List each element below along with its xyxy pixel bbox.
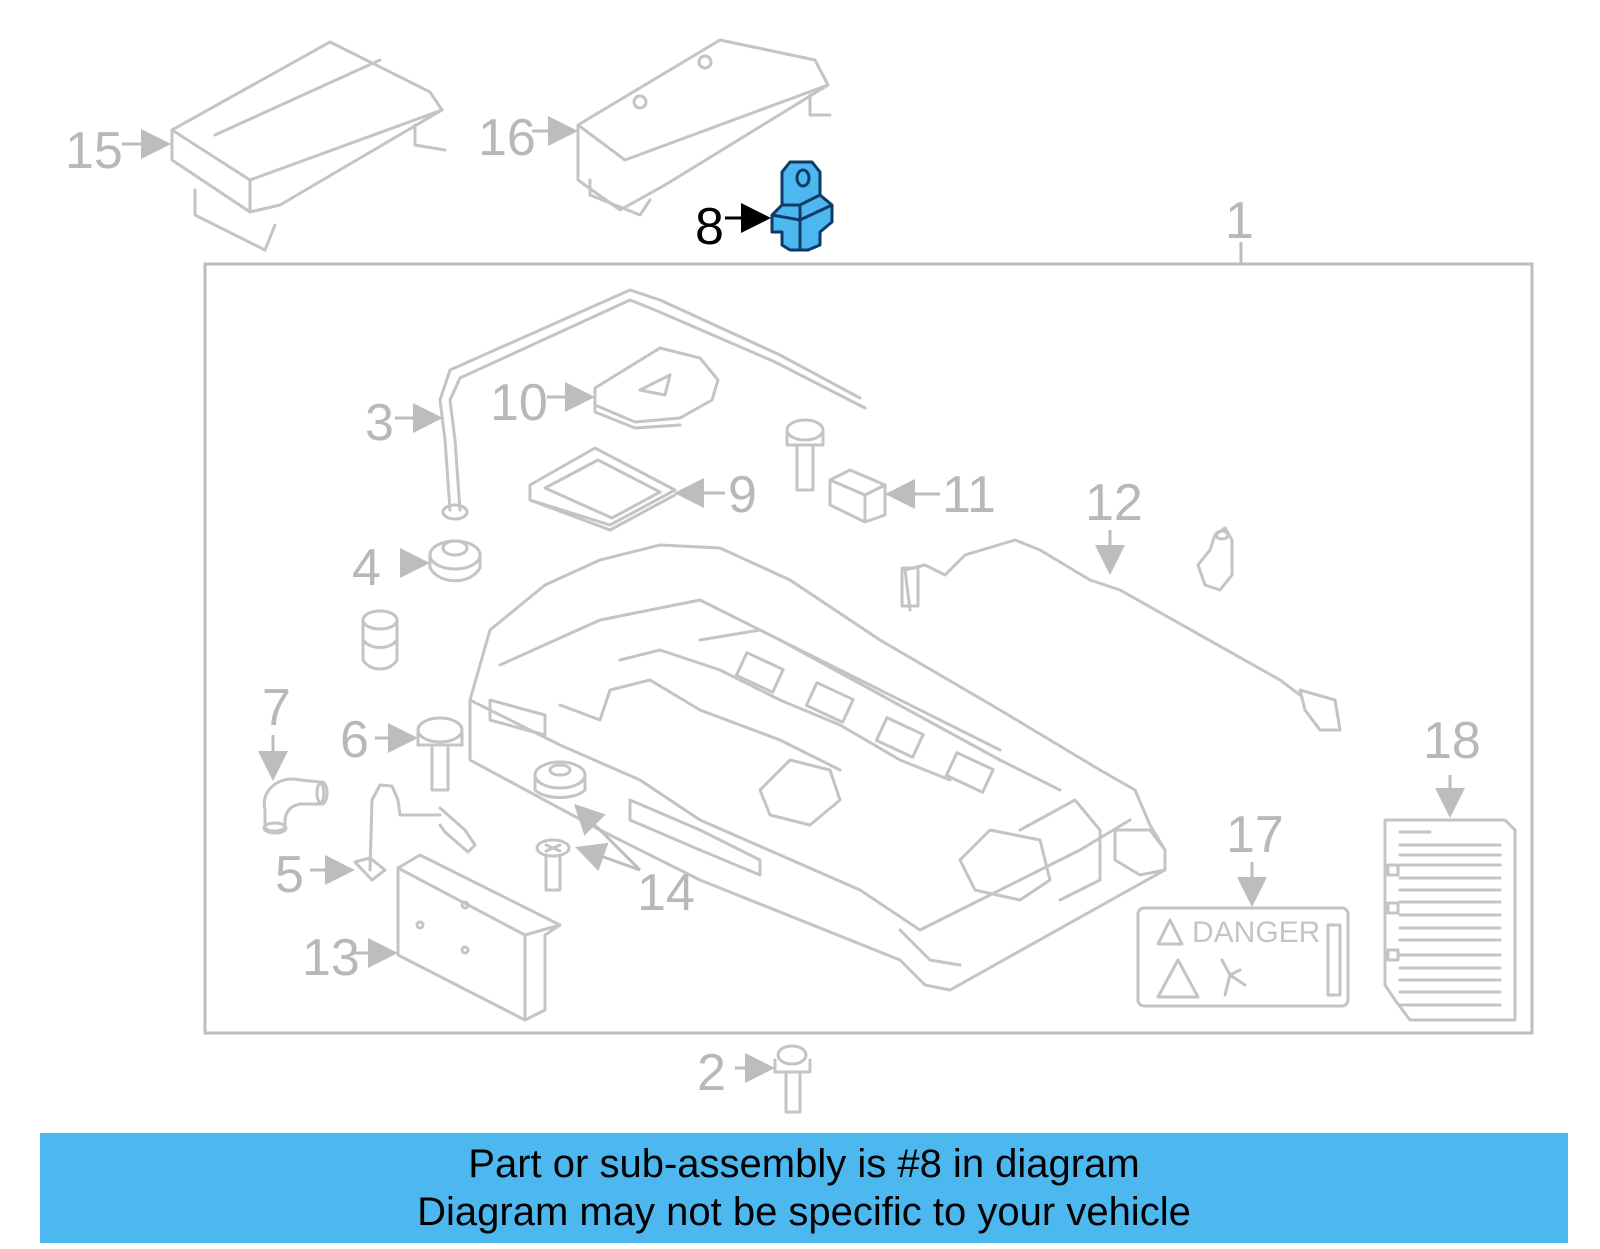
banner-line-1: Part or sub-assembly is #8 in diagram (468, 1142, 1140, 1186)
part-9-tray (528, 446, 677, 532)
callout-12: 12 (1085, 474, 1143, 532)
part-2-bolt (773, 1044, 812, 1114)
clip-right (1196, 526, 1234, 592)
callout-5: 5 (275, 846, 304, 904)
callout-10: 10 (490, 374, 548, 432)
battery-tray (468, 543, 1167, 992)
part-17-danger-label (1136, 906, 1350, 1008)
assembly-frame (203, 262, 1534, 1035)
part-8-bracket (770, 160, 834, 252)
banner-line-2: Diagram may not be specific to your vehi… (417, 1190, 1191, 1234)
callout-3: 3 (365, 394, 394, 452)
part-6-bolt (416, 716, 464, 792)
part-7-elbow (262, 777, 329, 835)
danger-text: DANGER (1192, 916, 1320, 949)
callout-9: 9 (728, 466, 757, 524)
bolt-upper (785, 418, 825, 492)
part-4-grommet (428, 539, 482, 583)
part-13-module (396, 853, 562, 1022)
part-14-nut (533, 760, 587, 799)
plug (361, 609, 399, 671)
part-16-cover (576, 38, 832, 217)
part-11-connector (828, 468, 887, 524)
callout-18: 18 (1423, 712, 1481, 770)
part-14-screw (535, 838, 571, 892)
part-12-cable (900, 530, 1342, 732)
callout-14: 14 (637, 864, 695, 922)
part-3-tube (438, 288, 867, 521)
callout-11: 11 (942, 466, 996, 524)
callout-6: 6 (340, 711, 369, 769)
callout-4: 4 (352, 539, 381, 597)
part-10-plate (593, 346, 720, 430)
callout-2: 2 (697, 1044, 726, 1102)
callout-15: 15 (65, 122, 123, 180)
part-15-cover (170, 40, 447, 252)
callout-13: 13 (302, 929, 360, 987)
part-5-sensor (353, 783, 477, 882)
part-18-info-label (1383, 818, 1517, 1022)
callout-17: 17 (1226, 806, 1284, 864)
callout-7: 7 (262, 679, 291, 737)
info-banner: Part or sub-assembly is #8 in diagram Di… (40, 1133, 1568, 1243)
callout-16: 16 (478, 109, 536, 167)
callout-8: 8 (695, 198, 724, 256)
callout-1: 1 (1225, 192, 1254, 250)
